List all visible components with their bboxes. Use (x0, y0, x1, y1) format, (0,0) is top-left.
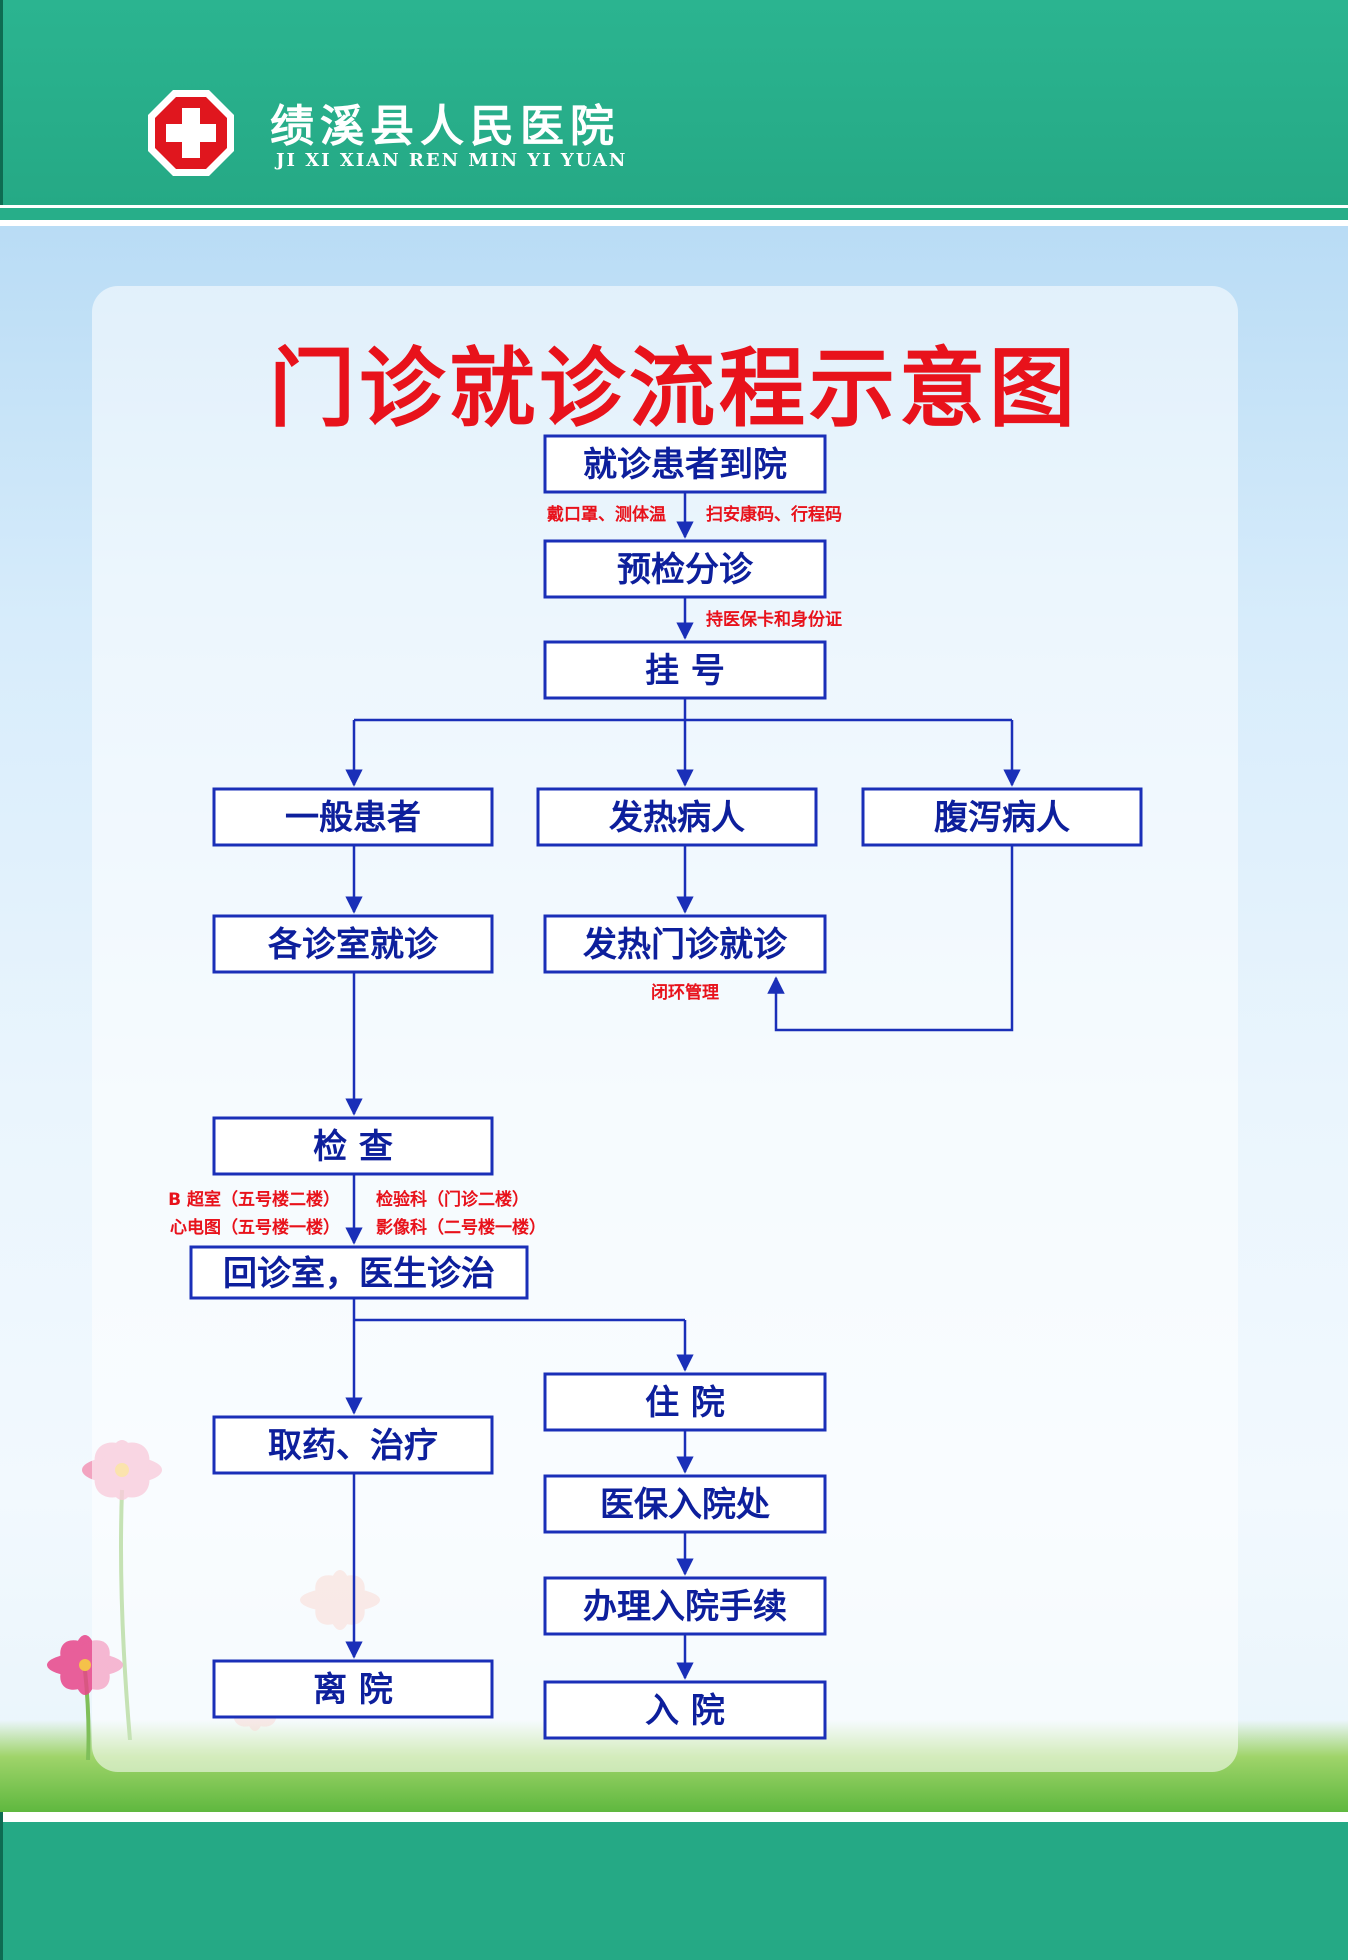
node-exam-label: 检 查 (313, 1127, 393, 1167)
node-leave-label: 离 院 (313, 1670, 393, 1710)
node-admit (543, 1680, 827, 1740)
node-general-label: 一般患者 (285, 798, 421, 838)
node-register-label: 挂 号 (645, 651, 725, 691)
node-general (212, 787, 494, 847)
connector-lines (345, 492, 1021, 1680)
node-hospitalize (543, 1372, 827, 1432)
node-clinic (212, 914, 494, 974)
node-fever (536, 787, 818, 847)
node-register (543, 640, 827, 700)
header-band (0, 0, 1348, 205)
note-imaging: 影像科（二号楼一楼） (376, 1217, 546, 1238)
header-stripe (0, 208, 1348, 220)
arrow-diarrhea-fever-clinic (767, 845, 1014, 1032)
node-arrive-label: 就诊患者到院 (583, 445, 787, 485)
node-triage-label: 预检分诊 (617, 550, 754, 590)
node-diarrhea-label: 腹泻病人 (934, 798, 1070, 838)
note-closed-loop: 闭环管理 (651, 982, 719, 1003)
hospital-logo-icon (146, 88, 236, 178)
node-leave (212, 1659, 494, 1719)
node-return (189, 1245, 529, 1300)
node-insurance (543, 1474, 827, 1534)
note-id-cards: 持医保卡和身份证 (706, 609, 842, 630)
footer-stripe (3, 1812, 1348, 1822)
note-scan-codes: 扫安康码、行程码 (706, 504, 842, 525)
node-fever-label: 发热病人 (609, 798, 745, 838)
hospital-name: 绩溪县人民医院 (270, 101, 620, 152)
node-insurance-label: 医保入院处 (600, 1485, 770, 1525)
node-diarrhea (861, 787, 1143, 847)
note-ecg: 心电图（五号楼一楼） (170, 1217, 340, 1238)
node-exam (212, 1116, 494, 1176)
note-lab: 检验科（门诊二楼） (376, 1189, 529, 1210)
node-return-label: 回诊室，医生诊治 (223, 1254, 495, 1294)
hospital-pinyin: JI XI XIAN REN MIN YI YUAN (276, 150, 628, 171)
node-clinic-label: 各诊室就诊 (268, 925, 439, 965)
page-title: 门诊就诊流程示意图 (269, 339, 1079, 439)
node-triage (543, 539, 827, 599)
node-procedures (543, 1576, 827, 1636)
node-admit-label: 入 院 (645, 1691, 725, 1731)
note-b-ultrasound: B 超室（五号楼二楼） (168, 1189, 340, 1210)
node-medicine-label: 取药、治疗 (268, 1426, 438, 1466)
node-arrive (543, 434, 827, 494)
node-procedures-label: 办理入院手续 (583, 1587, 787, 1627)
footer-band (0, 1812, 1348, 1960)
node-medicine (212, 1415, 494, 1475)
node-hospitalize-label: 住 院 (645, 1383, 725, 1423)
note-mask-temp: 戴口罩、测体温 (547, 504, 666, 525)
node-fever-clinic (543, 914, 827, 974)
node-fever-clinic-label: 发热门诊就诊 (583, 925, 788, 965)
